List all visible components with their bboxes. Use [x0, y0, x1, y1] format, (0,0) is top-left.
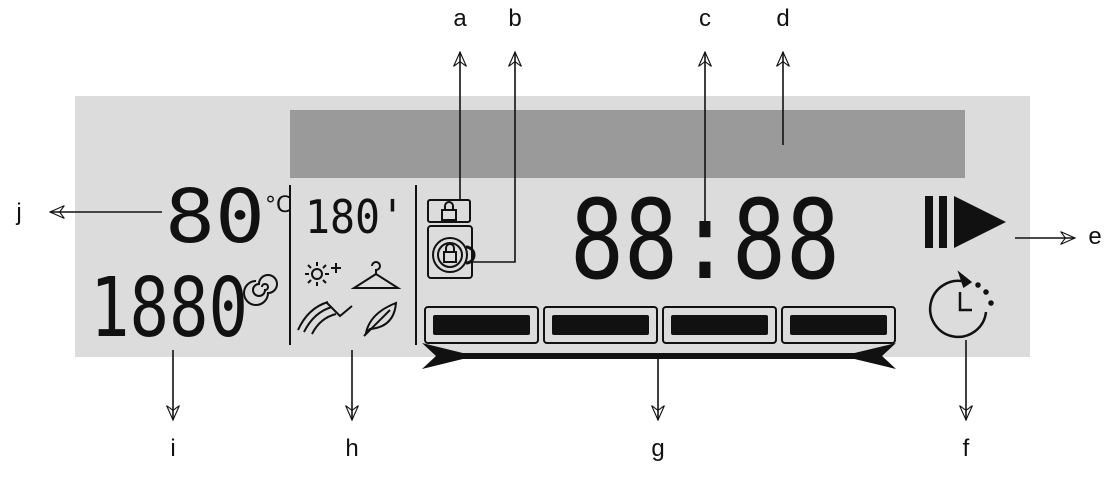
start-pause-icon	[925, 196, 1006, 248]
callout-label-a: a	[453, 5, 467, 32]
progress-segment-frame	[424, 306, 539, 344]
progress-segment-frame	[781, 306, 896, 344]
sun-plus-icon	[305, 262, 341, 286]
progress-segment-frame	[662, 306, 777, 344]
callout-label-i: i	[170, 435, 176, 462]
progress-segment-frame	[543, 306, 658, 344]
temperature-value: 80	[165, 174, 265, 260]
progress-baseline	[436, 353, 876, 359]
temperature-unit: °C	[265, 193, 291, 218]
callout-label-h: h	[345, 435, 359, 462]
progress-bar	[424, 306, 896, 344]
callout-label-c: c	[699, 5, 711, 32]
progress-segment-fill	[433, 315, 530, 335]
feather-icon	[363, 301, 398, 337]
callout-label-j: j	[16, 199, 22, 226]
progress-segment-fill	[671, 315, 768, 335]
callout-label-b: b	[508, 5, 522, 32]
child-lock-icon	[427, 199, 471, 223]
callout-label-e: e	[1088, 223, 1102, 250]
progress-segment-fill	[552, 315, 649, 335]
spin-spiral-icon	[243, 274, 278, 306]
spin-speed-value: 1880	[90, 261, 248, 356]
callout-label-d: d	[776, 5, 790, 32]
callout-label-g: g	[651, 435, 665, 462]
message-bar	[290, 110, 965, 178]
rinse-water-icon	[297, 301, 353, 335]
hanger-icon	[350, 261, 402, 289]
door-lock-icon	[427, 225, 476, 279]
progress-segment-fill	[790, 315, 887, 335]
delay-timer-icon	[928, 270, 994, 339]
callout-label-f: f	[962, 435, 970, 462]
callout-line-b	[472, 52, 515, 263]
duration-value: 180'	[305, 190, 405, 244]
progress-end-marker	[842, 343, 896, 369]
